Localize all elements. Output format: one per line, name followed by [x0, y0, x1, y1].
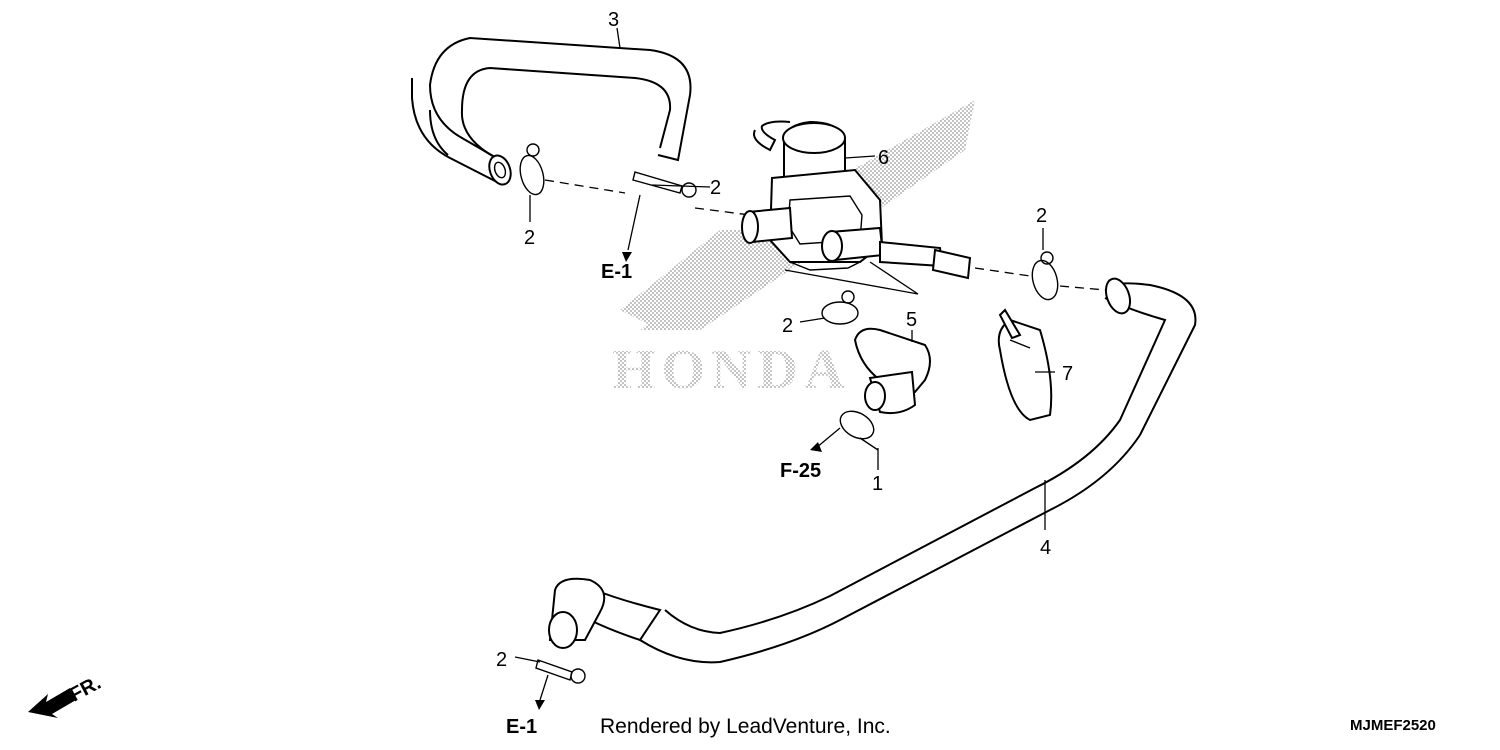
ref-e1-bottom[interactable]: E-1 [506, 716, 537, 738]
callout-2-upper-middle: 2 [710, 177, 721, 199]
arrow-e1-top-head [622, 252, 632, 262]
clamp-2-upper-left [519, 143, 545, 196]
arrow-f25 [815, 427, 841, 449]
rendered-by-credit: Rendered by LeadVenture, Inc. [600, 715, 891, 738]
diagram-code: MJMEF2520 [1350, 717, 1436, 734]
part-7-band [997, 308, 1053, 422]
callout-5: 5 [906, 309, 917, 331]
part-3-upper-hose [411, 36, 692, 186]
brand-watermark-text: HONDA [612, 339, 850, 401]
callout-1: 1 [872, 473, 883, 495]
dash-line-upper-middle [694, 207, 751, 216]
leader-3 [616, 27, 621, 49]
part-1-clip [839, 410, 879, 451]
arrow-e1-bottom [539, 674, 549, 701]
clamp-2-middle [821, 290, 859, 325]
ref-e1-top[interactable]: E-1 [601, 261, 632, 283]
part-6-valve [741, 120, 972, 280]
part-4-lower-hose [548, 277, 1197, 664]
front-arrow-icon [28, 688, 76, 718]
arrow-e1-top [627, 194, 641, 251]
callout-3: 3 [608, 9, 619, 31]
leader-2e [514, 656, 541, 663]
dash-line-upper-left [544, 179, 626, 194]
callout-7: 7 [1062, 363, 1073, 385]
front-direction-arrow: FR. [28, 672, 105, 718]
leader-2b [651, 184, 711, 188]
clamp-2-right [1031, 251, 1059, 301]
dash-line-valve-right [974, 267, 1031, 277]
leader-6 [844, 155, 876, 159]
leader-2d [799, 317, 826, 323]
leader-valve-down [784, 261, 919, 295]
callout-4: 4 [1040, 537, 1051, 559]
callout-6: 6 [878, 147, 889, 169]
callout-2-middle: 2 [782, 315, 793, 337]
dash-line-clamp-right [1059, 285, 1106, 291]
arrow-e1-bottom-head [535, 700, 545, 710]
screw-2-upper [632, 171, 697, 198]
part-5-elbow [853, 327, 931, 415]
callout-2-upper-left: 2 [524, 227, 535, 249]
arrow-f25-head [810, 442, 822, 452]
callout-2-right: 2 [1036, 205, 1047, 227]
screw-2-lower [535, 659, 586, 684]
callout-2-lower: 2 [496, 649, 507, 671]
ref-f25[interactable]: F-25 [780, 460, 821, 482]
